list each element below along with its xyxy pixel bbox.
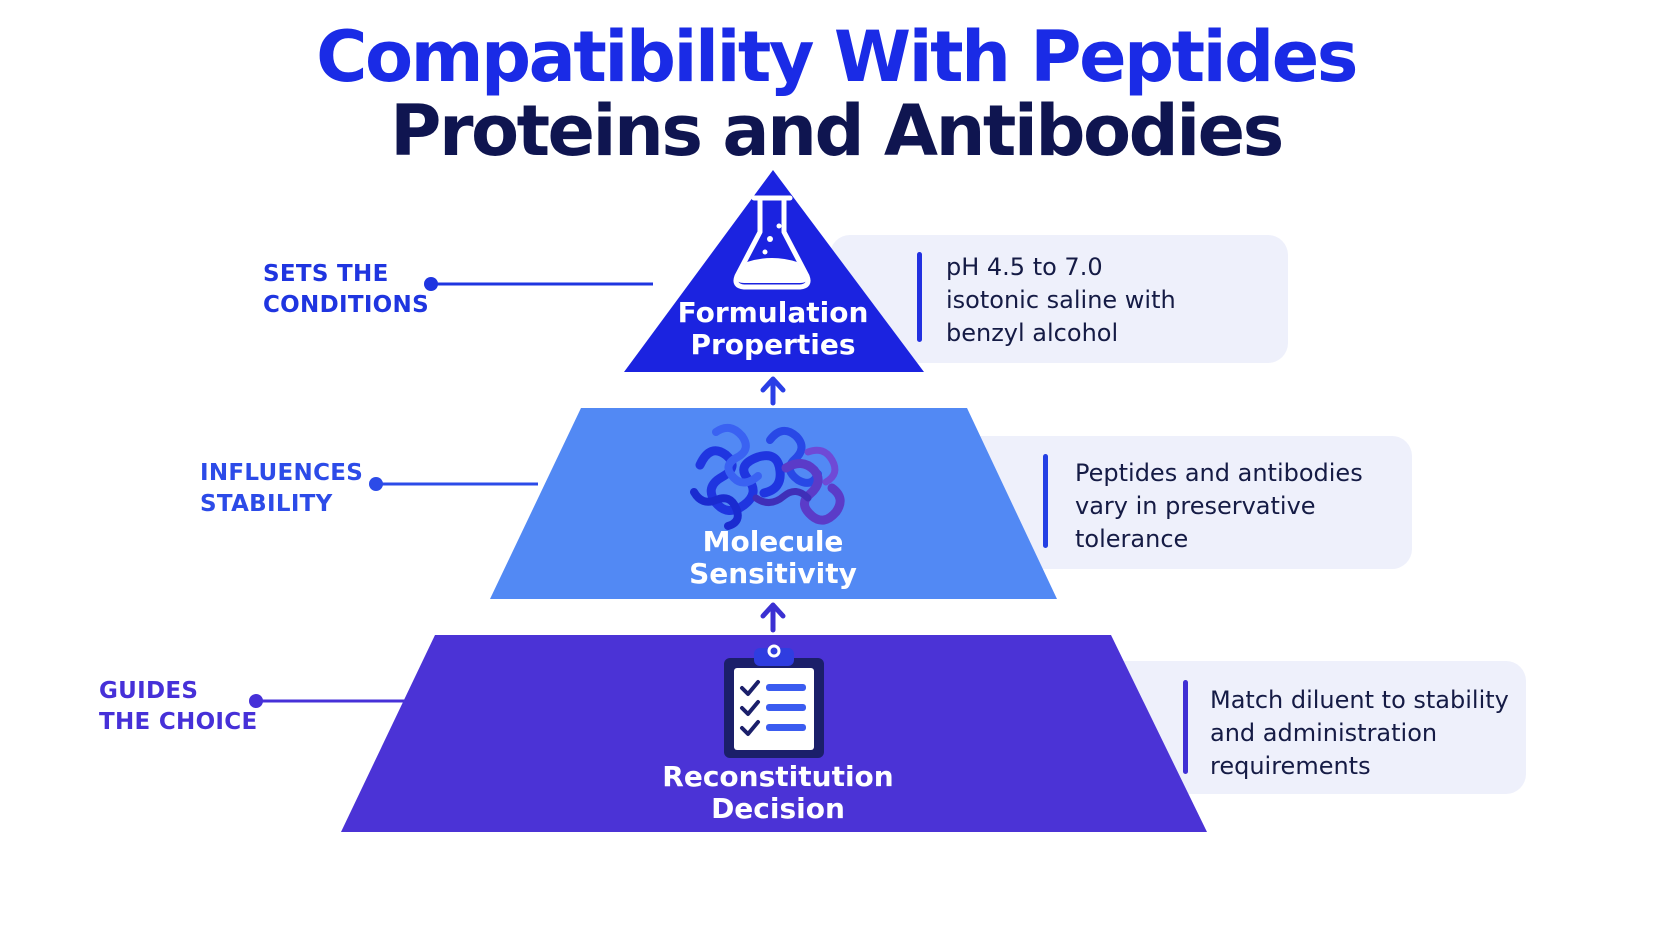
- side-label-line: CONDITIONS: [263, 292, 429, 318]
- flask-icon: [733, 195, 811, 290]
- tier-title-formulation: Formulation Properties: [673, 297, 873, 361]
- side-label-line: INFLUENCES: [200, 460, 364, 486]
- info-line: tolerance: [1075, 525, 1189, 553]
- tier-title-line: Sensitivity: [689, 557, 857, 590]
- info-text-molecule: Peptides and antibodies vary in preserva…: [1075, 457, 1363, 556]
- connector-bottom: [249, 694, 406, 708]
- tier-title-line: Reconstitution: [662, 760, 894, 793]
- side-label-line: SETS THE: [263, 261, 389, 287]
- tier-title-molecule: Molecule Sensitivity: [663, 526, 883, 590]
- info-line: pH 4.5 to 7.0: [946, 253, 1103, 281]
- connector-middle: [369, 477, 538, 491]
- info-line: and administration: [1210, 719, 1438, 747]
- info-text-formulation: pH 4.5 to 7.0 isotonic saline with benzy…: [946, 251, 1176, 350]
- connector-top: [424, 277, 653, 291]
- side-label-influences-stability: INFLUENCES STABILITY: [200, 458, 363, 520]
- title-line-2: Proteins and Antibodies: [390, 90, 1284, 172]
- info-accent-bar: [1043, 454, 1048, 548]
- tier-title-line: Properties: [690, 328, 856, 361]
- title-line-1: Compatibility With Peptides: [316, 16, 1358, 98]
- side-label-line: THE CHOICE: [99, 709, 258, 735]
- info-accent-bar: [917, 252, 922, 342]
- info-line: Peptides and antibodies: [1075, 459, 1363, 487]
- info-card-formulation: [830, 235, 1288, 363]
- clipboard-checklist-icon: [724, 644, 824, 758]
- tier-title-line: Molecule: [702, 525, 844, 558]
- side-label-line: STABILITY: [200, 491, 333, 517]
- info-line: Match diluent to stability: [1210, 686, 1509, 714]
- side-label-line: GUIDES: [99, 678, 199, 704]
- info-line: isotonic saline with: [946, 286, 1176, 314]
- info-accent-bar: [1183, 680, 1188, 774]
- info-line: vary in preservative: [1075, 492, 1316, 520]
- tier-title-line: Decision: [711, 792, 845, 825]
- arrow-up-icon: [760, 376, 786, 406]
- tier-title-reconstitution: Reconstitution Decision: [643, 761, 913, 825]
- side-label-sets-the-conditions: SETS THE CONDITIONS: [263, 259, 429, 321]
- info-line: benzyl alcohol: [946, 319, 1119, 347]
- info-line: requirements: [1210, 752, 1371, 780]
- side-label-guides-the-choice: GUIDES THE CHOICE: [99, 676, 258, 738]
- protein-structure-icon: [690, 423, 845, 530]
- info-text-reconstitution: Match diluent to stability and administr…: [1210, 684, 1509, 783]
- arrow-up-icon: [760, 602, 786, 633]
- tier-title-line: Formulation: [677, 296, 869, 329]
